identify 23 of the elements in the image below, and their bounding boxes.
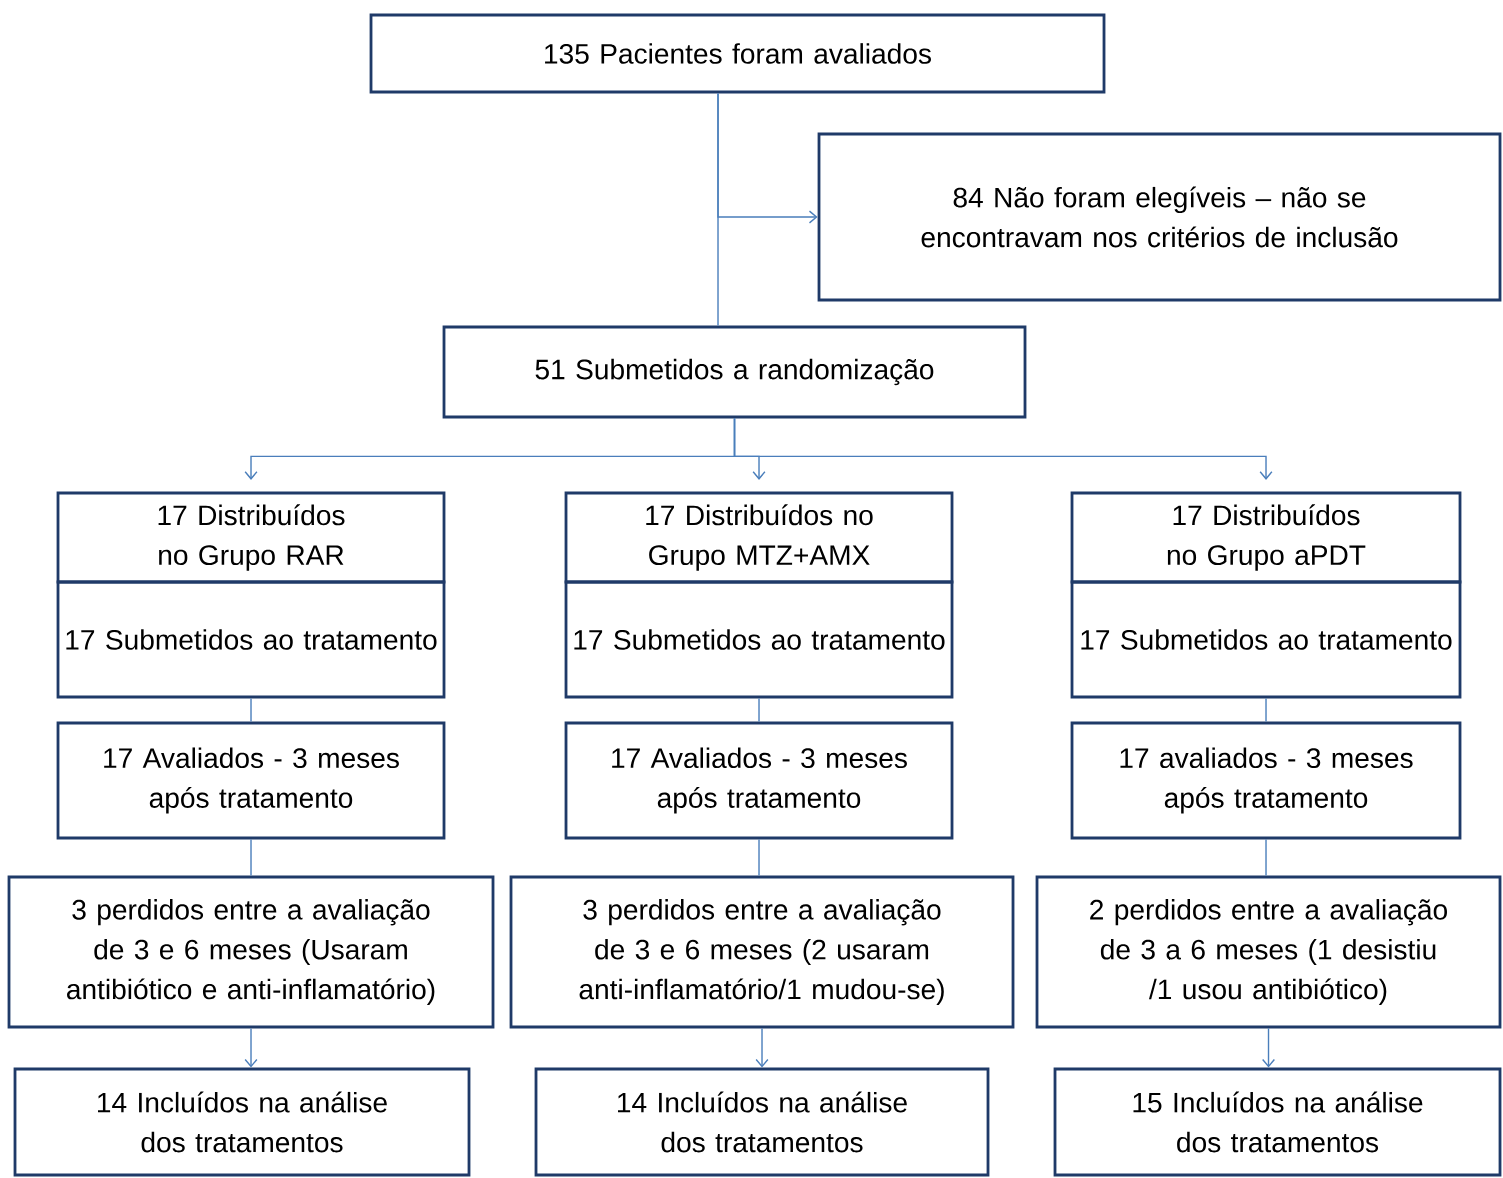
flow-box: 14 Incluídos na análise dos tratamentos	[534, 1067, 990, 1177]
connector-arrow	[244, 1027, 258, 1068]
flow-box: 2 perdidos entre a avaliação de 3 a 6 meses (1 desistiu /1 usou antibiótico)	[1035, 875, 1502, 1029]
flow-box: 17 Submetidos ao tratamento	[564, 580, 954, 699]
flow-box: 84 Não foram elegíveis – não se encontravam nos critérios de inclusão	[817, 132, 1502, 302]
flow-box: 15 Incluídos na análise dos tratamentos	[1053, 1067, 1502, 1177]
connector-arrow	[1261, 1027, 1276, 1068]
connector-arrow	[755, 1027, 769, 1068]
flow-box: 3 perdidos entre a avaliação de 3 e 6 meses (2 usaram anti-inflamatório/1 mudou-se)	[509, 875, 1015, 1029]
connector-arrow	[733, 417, 1273, 480]
flow-box: 17 Submetidos ao tratamento	[1070, 580, 1462, 699]
flow-box: 14 Incluídos na análise dos tratamentos	[13, 1067, 471, 1177]
flow-box: 17 Distribuídos no Grupo aPDT	[1070, 491, 1462, 584]
flow-box: 17 Distribuídos no Grupo RAR	[56, 491, 446, 584]
flow-box: 51 Submetidos a randomização	[442, 325, 1027, 419]
flow-box: 3 perdidos entre a avaliação de 3 e 6 meses (Usaram antibiótico e anti-inflamatório)	[7, 875, 495, 1029]
flow-box: 17 Distribuídos no Grupo MTZ+AMX	[564, 491, 954, 584]
flow-box: 17 Avaliados - 3 meses após tratamento	[56, 721, 446, 840]
flow-box: 17 Avaliados - 3 meses após tratamento	[564, 721, 954, 840]
flow-box: 135 Pacientes foram avaliados	[369, 13, 1106, 94]
flow-box: 17 Submetidos ao tratamento	[56, 580, 446, 699]
flow-box: 17 avaliados - 3 meses após tratamento	[1070, 721, 1462, 840]
connector-arrow	[717, 92, 818, 224]
